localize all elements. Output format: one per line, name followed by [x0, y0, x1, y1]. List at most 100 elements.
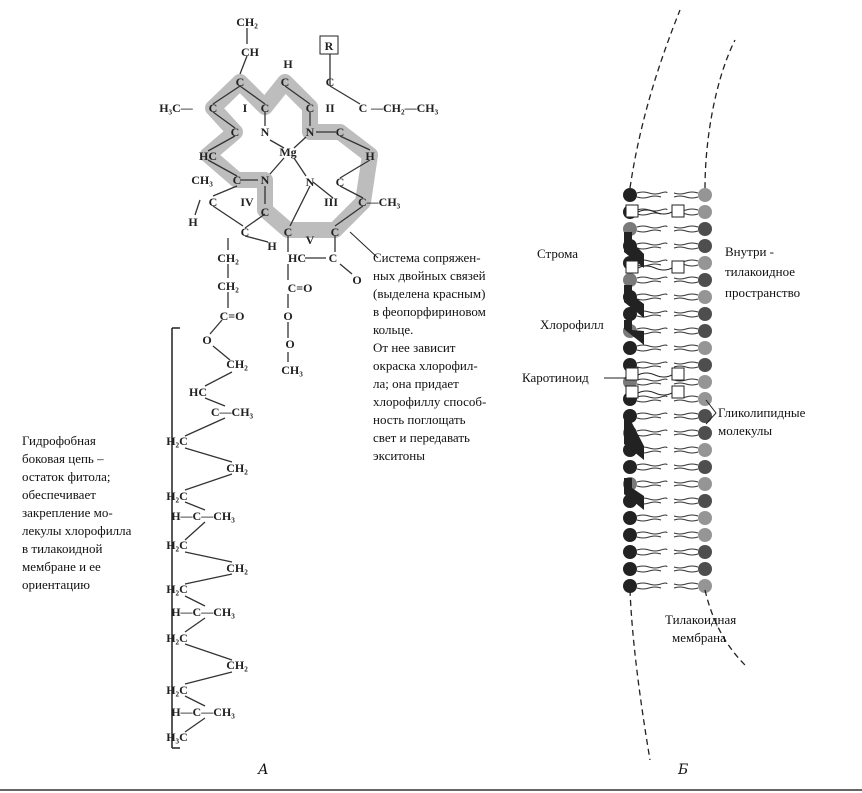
bond-line	[184, 617, 206, 633]
lipid-tail	[636, 378, 668, 386]
atom-label: H₂C	[166, 434, 188, 448]
atom-label: O	[285, 337, 294, 351]
atom-label: C	[261, 101, 270, 115]
lipid-tail	[636, 276, 668, 284]
atom-label: C—CH₃	[211, 405, 254, 419]
lipid-head-inner	[698, 426, 712, 440]
atom-label: CH₂	[236, 15, 258, 29]
lipid-tail	[636, 412, 668, 420]
carotenoid-chain	[637, 265, 673, 271]
atom-label: CH₂	[226, 561, 248, 575]
lipid-head-inner	[698, 545, 712, 559]
lipid-tail	[673, 361, 699, 369]
atom-label: C	[209, 101, 218, 115]
lipid-tail	[636, 361, 668, 369]
lipid-head-inner	[698, 273, 712, 287]
atom-label: N	[306, 125, 315, 139]
bond-line	[239, 85, 266, 105]
lipid-head-inner	[698, 494, 712, 508]
lipid-head-inner	[698, 307, 712, 321]
atom-label: HC	[288, 251, 306, 265]
carotenoid-end-icon	[625, 260, 639, 274]
atom-label: HC	[189, 385, 207, 399]
bond-line	[184, 573, 233, 585]
bond-line	[184, 595, 206, 607]
lipid-head-outer	[623, 528, 637, 542]
caption-line: в феопорфириновом	[373, 304, 486, 319]
lipid-head-outer	[623, 188, 637, 202]
thylakoid-membrane	[623, 188, 712, 593]
caption-line: От нее зависит	[373, 340, 456, 355]
chlorophyll-molecule-icon	[624, 478, 644, 510]
caption-line: окраска хлорофил-	[373, 358, 478, 373]
lipid-tail	[636, 531, 668, 539]
caption-line: свет и передавать	[373, 430, 470, 445]
atom-label: C	[233, 173, 242, 187]
atom-label: O	[283, 309, 292, 323]
lipid-tail	[636, 395, 668, 403]
membrane-edge-bottom-right	[704, 589, 746, 666]
lipid-head-inner	[698, 239, 712, 253]
caption-line: в тилакоидной	[22, 541, 102, 556]
carotenoid-end-icon	[671, 385, 685, 399]
atom-label: R	[325, 39, 334, 53]
atom-label: C	[241, 225, 250, 239]
bond-line	[184, 671, 233, 685]
carotenoid-end-icon	[625, 204, 639, 218]
atom-label: C	[281, 75, 290, 89]
lipid-tail	[636, 191, 668, 199]
bond-line	[207, 159, 238, 177]
chlorophyll-molecule-icon	[624, 285, 644, 318]
lipid-head-inner	[698, 324, 712, 338]
bond-line	[289, 185, 311, 227]
lipid-head-inner	[698, 375, 712, 389]
atom-label: H—C—CH₃	[171, 705, 235, 719]
bond-line	[212, 205, 244, 227]
lipid-head-outer	[623, 307, 637, 321]
ring-caption-pointer	[349, 231, 379, 259]
atom-label: H₃C—	[159, 101, 194, 115]
atom-label: C	[236, 75, 245, 89]
left-caption: Гидрофобная боковая цепь – остаток фитол…	[22, 433, 132, 592]
atom-label: C	[359, 101, 368, 115]
lipid-head-inner	[698, 528, 712, 542]
bond-line	[312, 181, 334, 199]
atom-label: CH₂	[226, 658, 248, 672]
lipid-tail	[673, 344, 699, 352]
atom-label: V	[306, 233, 315, 247]
atom-label: III	[324, 195, 338, 209]
carotenoid-chain	[637, 390, 673, 396]
atom-label: C	[329, 251, 338, 265]
inner-space-label: тилакоидное	[725, 264, 795, 279]
atom-label: CH₂	[217, 251, 239, 265]
caption-line: ла; она придает	[373, 376, 459, 391]
membrane-edge-top-left	[629, 9, 681, 189]
atom-label: I	[243, 101, 248, 115]
bond-line	[204, 371, 233, 387]
atom-label: H₂C	[166, 582, 188, 596]
lipid-tail	[636, 582, 668, 590]
atom-label: C	[231, 125, 240, 139]
atom-label: CH	[241, 45, 260, 59]
atom-label: IV	[240, 195, 254, 209]
lipid-tail	[673, 310, 699, 318]
atom-label: CH₂	[226, 461, 248, 475]
carotenoid-end-icon	[671, 367, 685, 381]
caption-line: Гидрофобная	[22, 433, 96, 448]
lipid-tail	[636, 548, 668, 556]
atom-label: H—C—CH₃	[171, 605, 235, 619]
bond-line	[184, 447, 233, 463]
atom-label: H	[188, 215, 198, 229]
atom-label: C	[331, 225, 340, 239]
lipid-tail	[673, 191, 699, 199]
lipid-head-outer	[623, 579, 637, 593]
bond-line	[184, 717, 206, 733]
lipid-head-inner	[698, 205, 712, 219]
bond-line	[184, 417, 226, 437]
lipid-tail	[673, 276, 699, 284]
bond-line	[207, 135, 236, 152]
lipid-tail	[673, 293, 699, 301]
lipid-tail	[673, 497, 699, 505]
glycolipid-label: Гликолипидные	[718, 405, 806, 420]
